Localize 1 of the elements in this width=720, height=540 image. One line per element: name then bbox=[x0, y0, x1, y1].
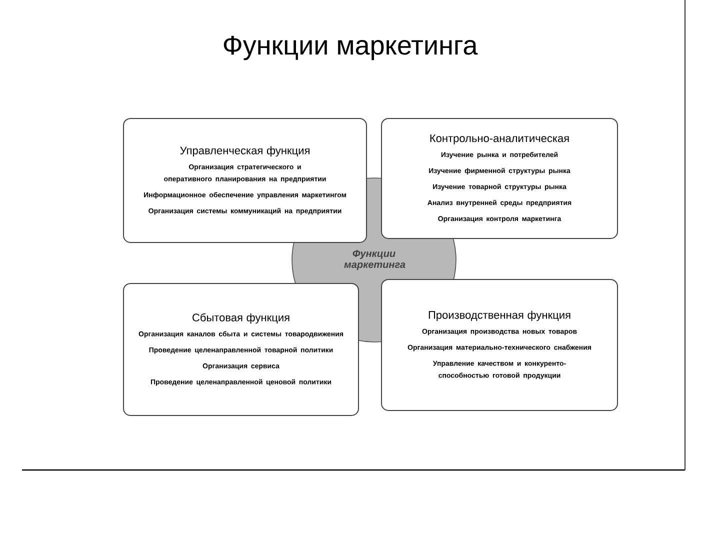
title: Функции маркетинга bbox=[224, 36, 478, 60]
